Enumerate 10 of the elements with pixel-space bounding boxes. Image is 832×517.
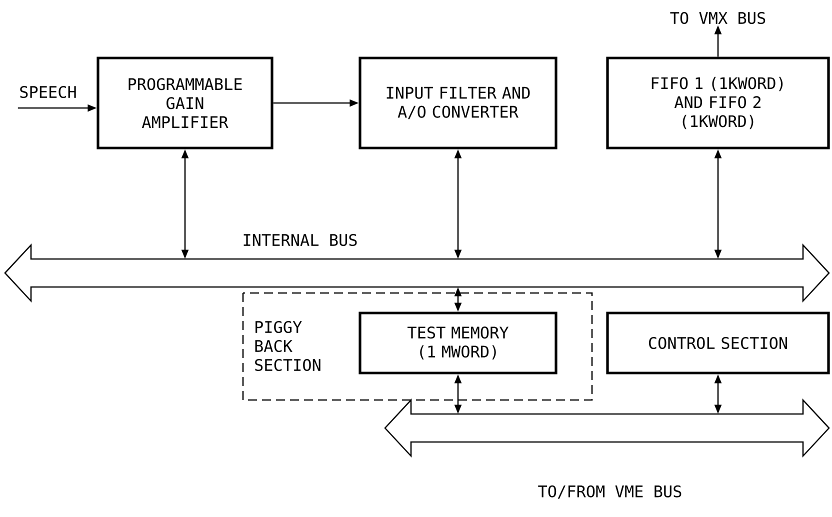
block-box: PROGRAMMABLE GAIN AMPLIFIER <box>96 56 274 150</box>
bus-label: INTERNAL BUS <box>244 234 357 246</box>
section-label: PIGGY BACK SECTION <box>255 320 320 372</box>
signal-label: SPEECH <box>20 86 76 98</box>
block-box: FIFO 1 (1KWORD) AND FIFO 2 (1KWORD) <box>606 56 830 150</box>
block-box: TEST MEMORY (1 MWORD) <box>358 312 558 374</box>
bus-label: TO/FROM VME BUS <box>538 485 682 499</box>
block-box: INPUT FILTER AND A/O CONVERTER <box>358 56 558 150</box>
block-box: CONTROL SECTION <box>606 312 830 374</box>
signal-label: TO VMX BUS <box>670 12 766 24</box>
